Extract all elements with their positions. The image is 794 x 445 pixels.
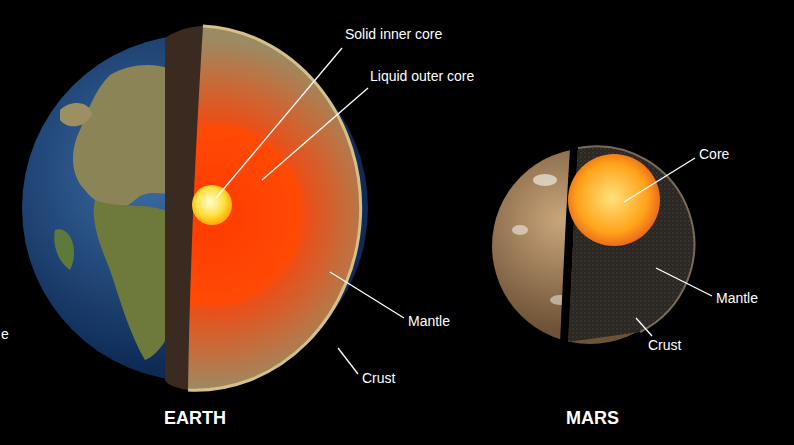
part-label: Core: [699, 146, 729, 162]
part-label: Crust: [362, 370, 395, 386]
part-label: Liquid outer core: [370, 68, 474, 84]
planet-name: MARS: [566, 408, 619, 428]
part-label: Mantle: [716, 290, 758, 306]
text-fragment: e: [1, 326, 9, 342]
part-label: Crust: [648, 337, 681, 353]
planet-name: EARTH: [164, 408, 226, 428]
part-label: Solid inner core: [345, 26, 442, 42]
part-label: Mantle: [408, 313, 450, 329]
